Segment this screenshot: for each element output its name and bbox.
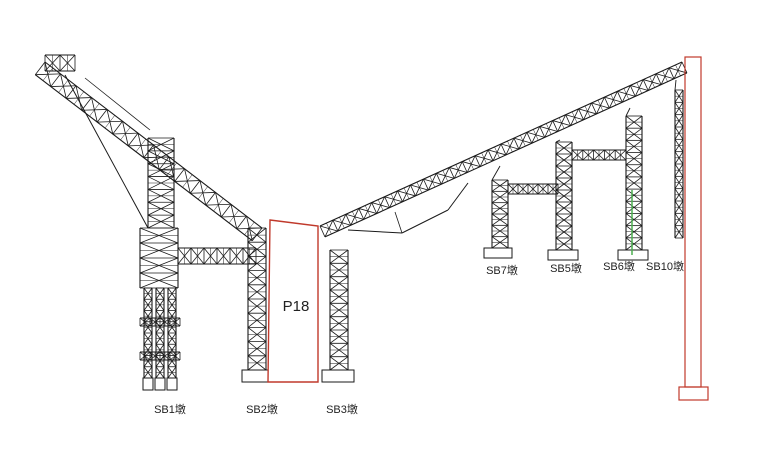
sb5-base	[547, 249, 579, 261]
tower-sb7	[491, 179, 509, 249]
boom-tip	[44, 54, 76, 72]
sb7-base	[483, 247, 513, 259]
sb1-foot	[142, 377, 154, 391]
beam-sb7-sb5	[507, 183, 559, 195]
sb6-base	[617, 249, 649, 261]
sb3-base	[321, 369, 355, 383]
tower-sb1-upper	[139, 227, 179, 289]
pier-p18-outline	[267, 219, 319, 383]
tower-sb5	[555, 141, 573, 251]
right-pier-base	[678, 386, 709, 401]
beam-sb1-sb2	[177, 247, 257, 265]
sb1-brace	[139, 317, 181, 327]
left-boom	[34, 61, 263, 242]
support-label-sb5: SB5墩	[550, 261, 582, 275]
support-label-sb1: SB1墩	[154, 402, 186, 416]
right-pier-outline	[684, 56, 702, 388]
tower-sb3-column	[329, 249, 349, 371]
tower-sb1-column	[147, 137, 175, 229]
truss-structure	[34, 54, 688, 391]
sb1-leg	[143, 287, 153, 379]
sb1-brace	[139, 351, 181, 361]
beam-sb5-sb6	[571, 149, 627, 161]
sb1-leg	[167, 287, 177, 379]
sb1-leg	[155, 287, 165, 379]
sb1-foot	[166, 377, 178, 391]
pier-p18-label: P18	[283, 298, 310, 315]
right-deck-truss	[319, 61, 688, 238]
tower-sb10	[674, 89, 684, 239]
support-label-sb7: SB7墩	[486, 263, 518, 277]
support-label-sb6: SB6墩	[603, 259, 635, 273]
tower-sb6	[625, 115, 643, 251]
support-label-sb3: SB3墩	[326, 402, 358, 416]
tower-sb2-column	[247, 227, 267, 371]
support-label-sb10: SB10墩	[646, 259, 684, 273]
sb1-foot	[154, 377, 166, 391]
support-label-sb2: SB2墩	[246, 402, 278, 416]
